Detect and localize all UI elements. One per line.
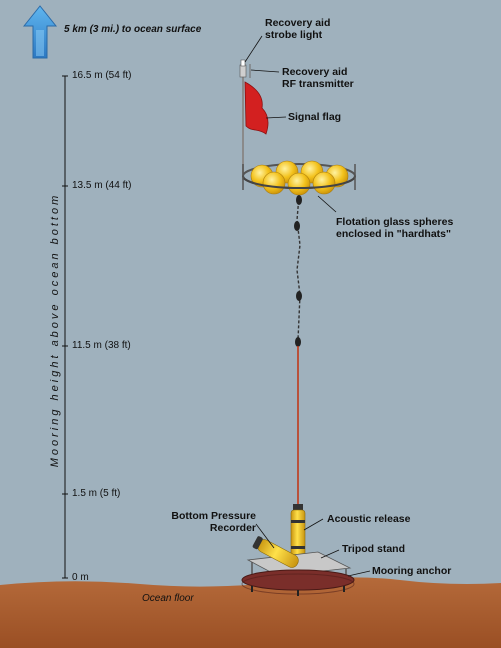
label-rf-transmitter: Recovery aid RF transmitter: [282, 66, 354, 90]
axis-title-text: Mooring height above ocean bottom: [49, 192, 61, 468]
label-strobe-light: Recovery aid strobe light: [265, 17, 331, 41]
label-acoustic-release: Acoustic release: [327, 513, 411, 525]
flotation-ring-front: [242, 175, 356, 189]
label-bottom-pressure-recorder: Bottom Pressure Recorder: [171, 510, 256, 534]
label-tripod-stand: Tripod stand: [342, 543, 405, 555]
acoustic-release: [290, 504, 306, 561]
bottom-pressure-recorder: [252, 536, 299, 568]
surface-note: 5 km (3 mi.) to ocean surface: [64, 24, 202, 35]
surface-arrow-icon: [22, 5, 58, 59]
label-signal-flag: Signal flag: [288, 111, 342, 123]
leader-lines: [244, 35, 371, 577]
label-flotation: Flotation glass spheres enclosed in "har…: [336, 216, 454, 240]
tick-label-16-5m: 16.5 m (54 ft): [72, 70, 132, 81]
seafloor: [0, 577, 501, 648]
flotation-spheres: [250, 160, 349, 196]
recovery-aids: [239, 59, 251, 180]
tick-label-11-5m: 11.5 m (38 ft): [72, 340, 131, 351]
tick-label-1-5m: 1.5 m (5 ft): [72, 488, 121, 499]
mooring-anchor: [241, 569, 355, 596]
label-mooring-anchor: Mooring anchor: [372, 565, 452, 577]
height-axis: [62, 75, 68, 579]
signal-flag: [244, 81, 269, 135]
label-ocean-floor: Ocean floor: [142, 593, 194, 604]
tick-label-13-5m: 13.5 m (44 ft): [72, 180, 132, 191]
mooring-chain: [294, 195, 302, 347]
tick-label-0m: 0 m: [72, 572, 89, 583]
